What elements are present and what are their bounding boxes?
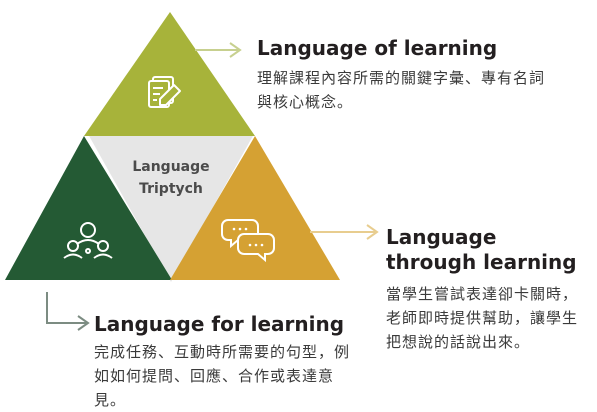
right-triangle (170, 136, 340, 280)
of-learning-title: Language of learning (257, 36, 498, 60)
through-learning-title-line1: Language (386, 225, 497, 249)
through-learning-description: 當學生嘗試表達卻卡關時，老師即時提供幫助，讓學生把想說的話說出來。 (386, 285, 579, 351)
left-triangle (5, 136, 172, 280)
of-learning-description: 理解課程內容所需的關鍵字彙、專有名詞與核心概念。 (257, 69, 546, 111)
top-triangle (84, 12, 255, 136)
document-pencil-icon (148, 76, 181, 108)
center-label-line1: Language (132, 159, 210, 175)
chat-bubbles-icon (221, 219, 275, 263)
left-connector-arrow (46, 292, 90, 331)
center-triangle (88, 134, 254, 282)
through-learning-title-line2: through learning (386, 250, 577, 274)
right-connector-arrow (310, 224, 379, 240)
for-learning-description: 完成任務、互動時所需要的句型，例如如何提問、回應、合作或表達意見。 (94, 343, 351, 409)
center-label-line2: Triptych (139, 181, 203, 197)
group-people-icon (63, 222, 113, 259)
center-label: Language Triptych (116, 156, 226, 200)
top-connector-arrow (195, 42, 242, 58)
for-learning-title: Language for learning (94, 312, 345, 336)
